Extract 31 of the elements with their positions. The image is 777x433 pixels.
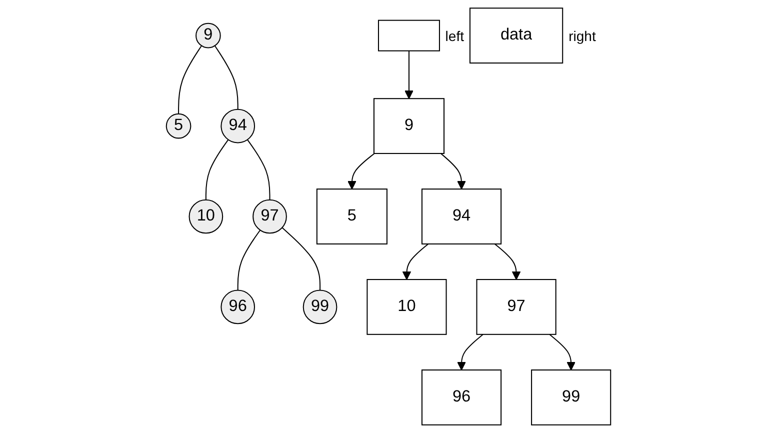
node-box: 99 <box>531 369 612 426</box>
connector <box>214 45 238 110</box>
arrow <box>549 334 576 370</box>
connector <box>247 139 270 200</box>
node-circle: 97 <box>252 199 287 234</box>
side-label: left <box>445 28 464 44</box>
node-box: 10 <box>366 279 447 335</box>
side-label: right <box>568 28 596 44</box>
node-circle: 9 <box>196 22 221 48</box>
arrow <box>347 153 375 190</box>
node-circle: 99 <box>302 290 338 324</box>
node-circle: 5 <box>166 113 192 139</box>
node-box: 5 <box>316 188 388 244</box>
node-box: 94 <box>421 188 502 244</box>
connector <box>282 227 321 290</box>
arrow <box>494 244 521 280</box>
connector <box>237 230 261 290</box>
connector <box>178 45 202 114</box>
node-circle: 94 <box>220 108 256 144</box>
node-circle: 96 <box>220 290 256 324</box>
arrow <box>457 334 484 370</box>
arrow <box>440 153 466 190</box>
node-box: 9 <box>373 98 445 154</box>
node-box <box>378 20 440 52</box>
node-box: 97 <box>476 279 556 335</box>
arrow <box>402 244 429 280</box>
arrow <box>404 50 414 99</box>
node-circle: 10 <box>188 199 224 234</box>
node-box: 96 <box>421 369 502 426</box>
node-box: data <box>469 8 564 64</box>
connector <box>205 139 229 200</box>
